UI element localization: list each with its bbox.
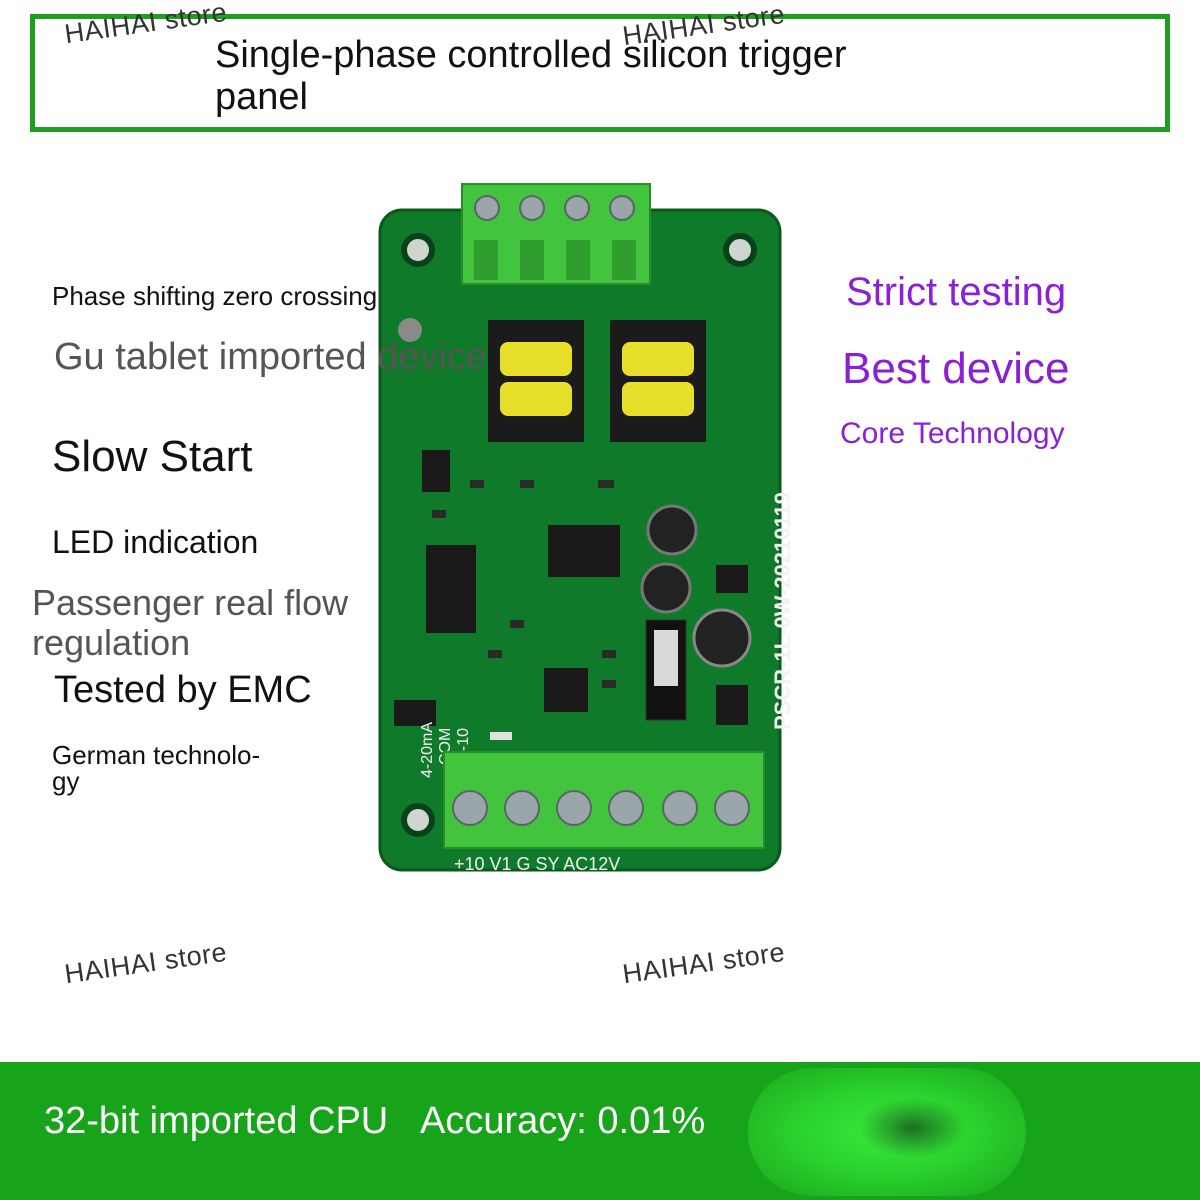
title-line-2: panel: [215, 76, 308, 118]
feature-german-line-2: gy: [52, 766, 80, 796]
feature-flow-line-1: Passenger real flow: [32, 582, 349, 623]
watermark: HAIHAI store: [620, 936, 787, 990]
page-title: Single-phase controlled silicon trigger …: [215, 34, 915, 118]
feature-phase-shift: Phase shifting zero crossing: [52, 281, 378, 311]
board-model-label: PSCR-1L-0W-20210119: [770, 492, 795, 730]
feature-flow-regulation: Passenger real flow regulation: [32, 583, 348, 663]
feature-core-technology: Core Technology: [840, 417, 1065, 450]
watermark: HAIHAI store: [62, 936, 229, 990]
title-frame: [30, 14, 1170, 132]
feature-imported-device: Gu tablet imported device: [54, 336, 488, 378]
board-side-label-4-20ma: 4-20mA: [419, 722, 436, 778]
trigger-board-photo: PSCR-1L-0W-20210119 4-20mA COM 0-10 +10 …: [378, 183, 795, 874]
footer-accuracy: Accuracy: 0.01%: [420, 1100, 706, 1142]
feature-led-indication: LED indication: [52, 524, 259, 560]
feature-emc: Tested by EMC: [54, 669, 312, 711]
feature-german-technology: German technolo- gy: [52, 742, 260, 794]
footer-cpu: 32-bit imported CPU: [44, 1100, 389, 1142]
feature-best-device: Best device: [842, 344, 1070, 393]
feature-flow-line-2: regulation: [32, 622, 191, 663]
feature-strict-testing: Strict testing: [846, 270, 1067, 314]
bottom-terminal-block: [443, 751, 765, 849]
blurred-graphic: [748, 1068, 1026, 1196]
feature-slow-start: Slow Start: [52, 432, 253, 481]
feature-german-line-1: German technolo-: [52, 740, 261, 770]
pulse-transformers: [488, 320, 706, 442]
title-line-1: Single-phase controlled silicon trigger: [215, 34, 847, 76]
terminal-label-strip: +10 V1 G SY AC12V: [454, 854, 620, 874]
